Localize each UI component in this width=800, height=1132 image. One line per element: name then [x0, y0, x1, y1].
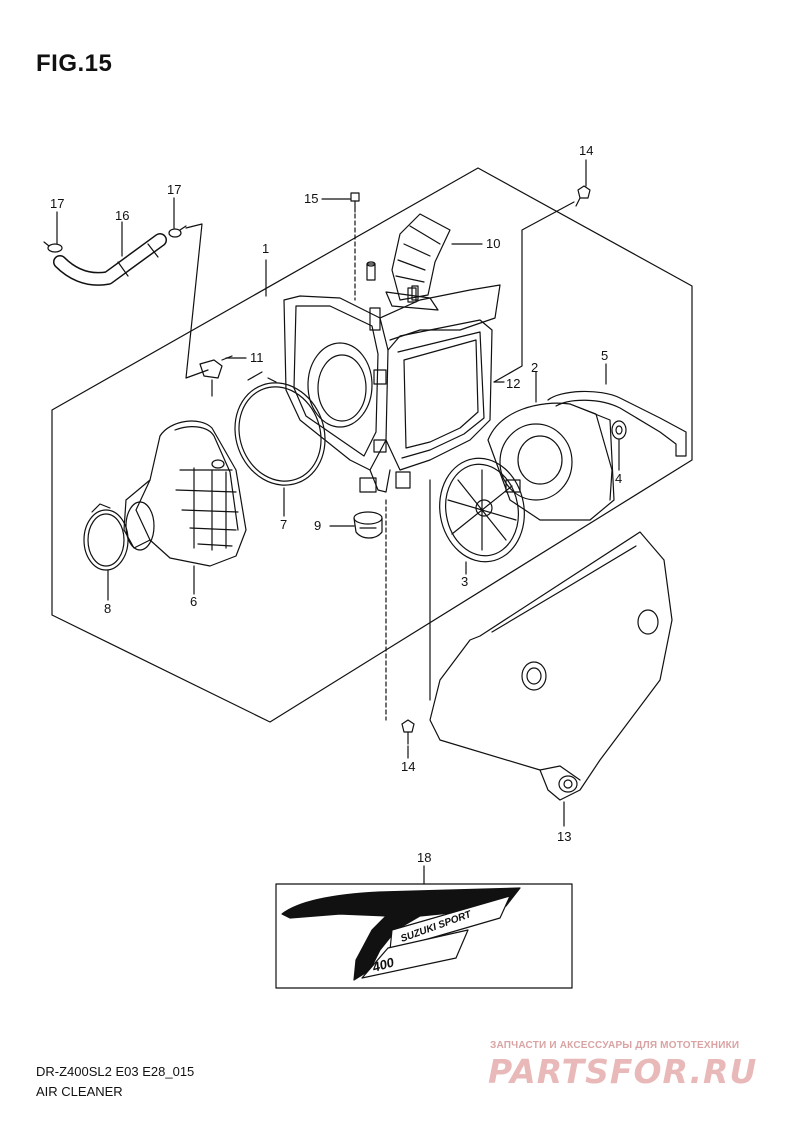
callout-4: 4 [615, 471, 623, 486]
callout-14-lower: 14 [401, 759, 416, 774]
hose-route-line [185, 223, 209, 379]
assembly-outline [51, 167, 693, 723]
callout-7: 7 [280, 517, 288, 532]
callout-15: 15 [304, 191, 319, 206]
watermark-tagline: ЗАПЧАСТИ И АКСЕССУАРЫ ДЛЯ МОТОТЕХНИКИ [490, 1040, 740, 1051]
hose-clamp-17-left [43, 241, 63, 253]
side-cover-13 [429, 531, 673, 801]
seal-wire-5 [547, 390, 687, 457]
model-code: DR-Z400SL2 E03 E28_015 [36, 1064, 195, 1079]
callout-16: 16 [115, 208, 130, 223]
bolt-15 [350, 192, 360, 213]
outlet-cap-6 [123, 420, 247, 567]
intake-connector-10 [385, 213, 451, 311]
callout-8: 8 [104, 601, 112, 616]
callout-9: 9 [314, 518, 322, 533]
callout-5: 5 [601, 348, 609, 363]
filter-element-2 [487, 402, 615, 521]
callout-1: 1 [262, 241, 270, 256]
hose-clamp-17-right [168, 225, 187, 238]
callout-11: 11 [250, 350, 264, 365]
callout-17-right: 17 [167, 182, 182, 197]
callout-2: 2 [531, 360, 539, 375]
callout-10: 10 [486, 236, 501, 251]
drain-cap-9 [353, 511, 383, 539]
pipe-fitting-11 [199, 355, 233, 397]
callout-17-left: 17 [50, 196, 65, 211]
callout-14-upper: 14 [579, 143, 594, 158]
breather-hose-16 [53, 233, 167, 286]
gasket-7 [234, 371, 326, 486]
air-cleaner-case-1 [283, 261, 501, 493]
decal-18 [281, 887, 521, 981]
callout-18: 18 [417, 850, 432, 865]
callout-12: 12 [506, 376, 521, 391]
bolt-14-lower [401, 719, 415, 745]
callout-6: 6 [190, 594, 198, 609]
element-holder-3 [439, 457, 525, 563]
callout-13: 13 [557, 829, 572, 844]
callout-3: 3 [461, 574, 469, 589]
section-name: AIR CLEANER [36, 1084, 123, 1099]
hose-clamp-8 [83, 503, 129, 571]
watermark-logo: PARTSFOR.RU [488, 1052, 758, 1091]
bolt-4 [611, 420, 627, 440]
figure-title: FIG.15 [36, 50, 113, 77]
bolt-14-upper [575, 185, 591, 207]
